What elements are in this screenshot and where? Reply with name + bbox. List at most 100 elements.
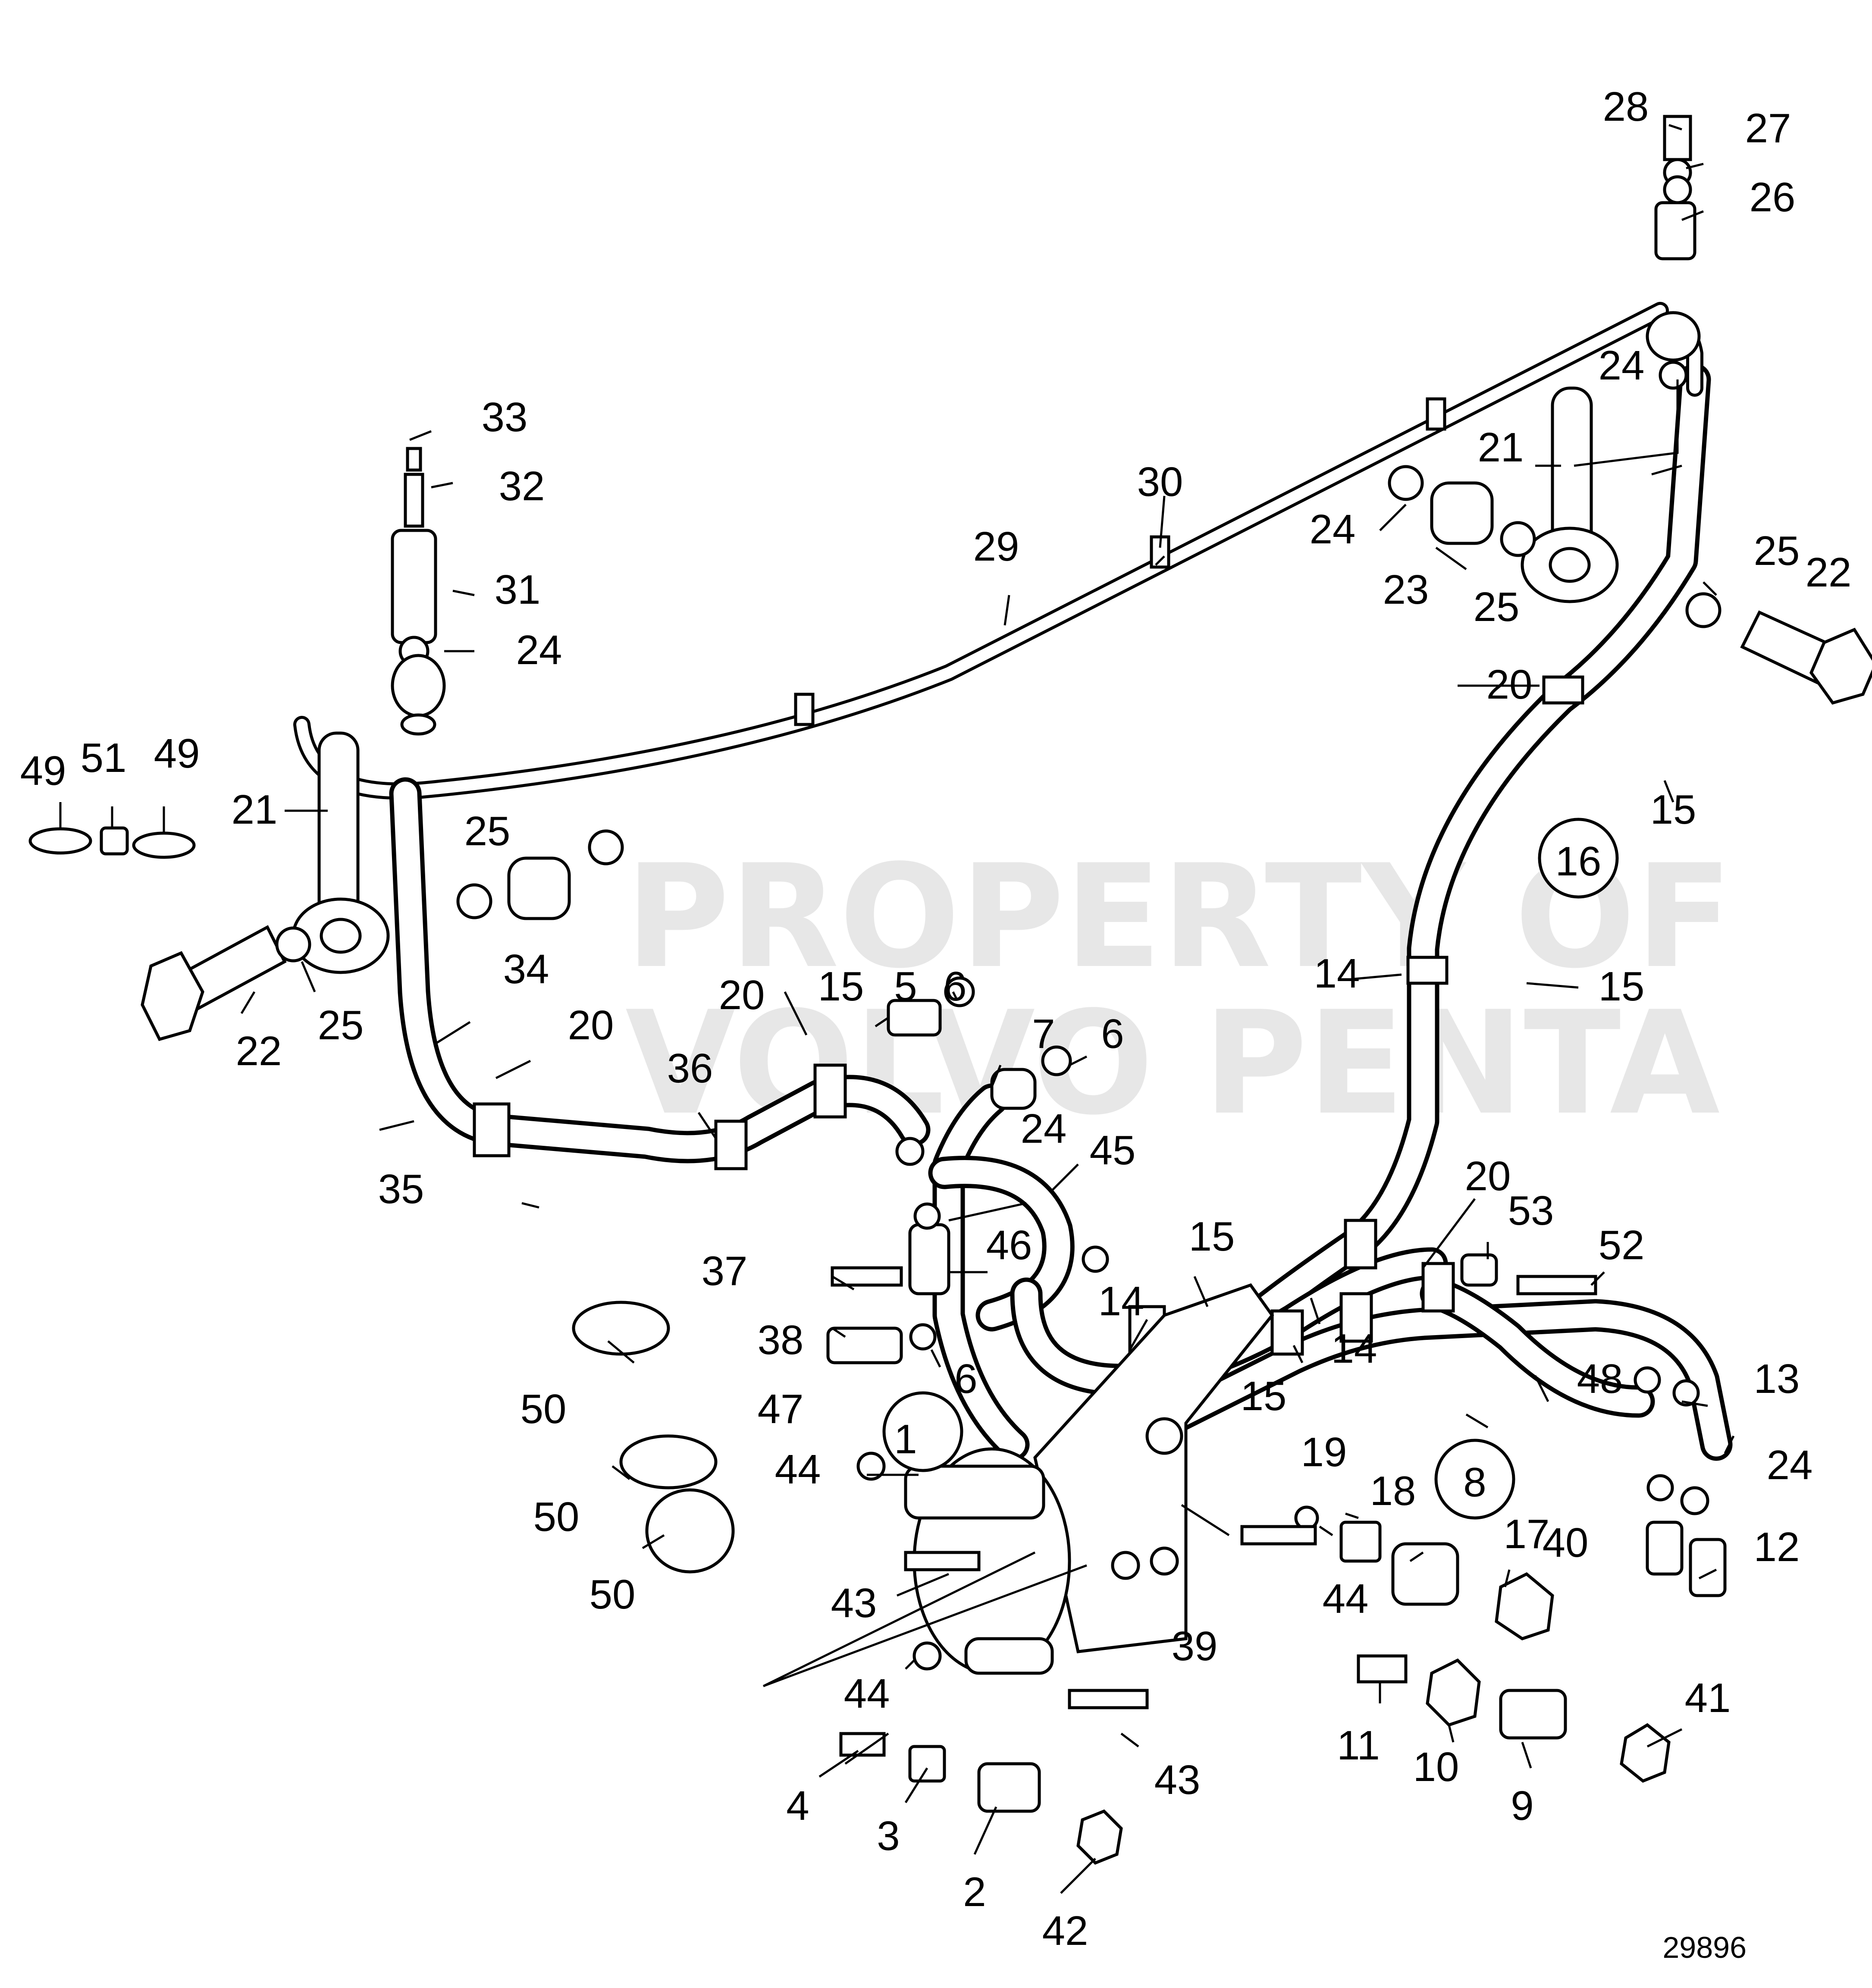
label-24d: 24 (1021, 1106, 1067, 1152)
label-21-left: 21 (232, 787, 278, 833)
label-6c: 6 (954, 1356, 977, 1402)
label-23: 23 (1383, 567, 1429, 613)
leader-lines (59, 124, 1735, 1894)
label-33: 33 (482, 394, 528, 440)
sleeve-23-right (1430, 481, 1494, 545)
label-24a: 24 (1310, 506, 1356, 552)
washer-13-c (1646, 1474, 1674, 1502)
label-20b: 20 (568, 1002, 614, 1048)
washer-25-c (456, 883, 492, 919)
label-40: 40 (1543, 1520, 1589, 1566)
washer-24-a (1388, 465, 1424, 501)
clamp-49-left (28, 827, 92, 855)
bolt-47 (826, 1326, 903, 1364)
sleeve-7 (990, 1068, 1037, 1110)
label-13: 13 (1754, 1356, 1800, 1402)
washer-13-b (1672, 1379, 1700, 1407)
part-labels: 1 2 3 4 5 6 6 6 7 8 9 10 11 12 13 14 14 … (20, 84, 1852, 1954)
label-20d: 20 (1465, 1153, 1511, 1199)
washer-6-b (1041, 1045, 1072, 1076)
label-15d: 15 (1189, 1213, 1235, 1260)
fitting-11 (1357, 1654, 1408, 1684)
clamp-20-lower (1421, 1262, 1455, 1313)
label-43a: 43 (831, 1580, 877, 1626)
label-44b: 44 (844, 1671, 890, 1717)
label-1: 1 (894, 1416, 917, 1462)
label-25d: 25 (318, 1002, 364, 1048)
nut-10 (1426, 1658, 1481, 1727)
label-42: 42 (1042, 1908, 1088, 1954)
label-24c: 24 (516, 627, 562, 673)
label-32: 32 (499, 463, 545, 509)
clamp-50-a (572, 1301, 670, 1356)
nut-42 (1076, 1809, 1123, 1865)
banjo-12-left (1646, 1521, 1684, 1576)
label-14c: 14 (1331, 1326, 1377, 1372)
label-46: 46 (986, 1222, 1032, 1268)
label-35: 35 (378, 1166, 424, 1212)
washer-46 (913, 1202, 941, 1230)
cap-33 (406, 447, 422, 472)
bolt-43-upper (904, 1551, 981, 1571)
adapter-17 (1391, 1542, 1459, 1606)
adapter-2 (977, 1762, 1041, 1813)
label-25b: 25 (1754, 528, 1800, 574)
sleeve-51 (100, 826, 129, 856)
nut-40 (1495, 1572, 1554, 1640)
label-5: 5 (894, 963, 917, 1010)
label-47: 47 (758, 1386, 804, 1432)
label-19: 19 (1301, 1429, 1347, 1475)
nut-41 (1620, 1723, 1671, 1783)
clamp-49-right (132, 831, 196, 859)
label-36: 36 (667, 1045, 713, 1091)
label-14a: 14 (1314, 950, 1360, 997)
label-49-left: 49 (20, 748, 66, 794)
label-4: 4 (786, 1783, 809, 1829)
label-18: 18 (1370, 1468, 1416, 1514)
sleeve-23-left (507, 856, 571, 920)
union-26 (1654, 201, 1696, 260)
clamps (473, 397, 1584, 1356)
lever-39-arm (964, 1637, 1054, 1675)
label-17: 17 (1504, 1511, 1550, 1557)
union-31 (391, 529, 437, 644)
clamp-14-mid (1270, 1309, 1304, 1356)
bolt-52 (1516, 1275, 1597, 1295)
washer-6-d (909, 1323, 937, 1351)
clamp-30-c (1426, 397, 1446, 431)
label-20a: 20 (1486, 662, 1533, 708)
label-24e: 24 (1767, 1442, 1813, 1488)
washer-24-right-lower (1680, 1486, 1709, 1515)
nut-3 (908, 1745, 946, 1783)
label-31: 31 (495, 567, 541, 613)
label-10: 10 (1413, 1744, 1459, 1790)
label-6b: 6 (1101, 1011, 1124, 1057)
washer-44-b (912, 1641, 942, 1671)
banjo-top-left (391, 654, 446, 718)
label-28: 28 (1603, 84, 1649, 130)
label-16: 16 (1555, 838, 1602, 884)
label-48: 48 (1577, 1356, 1623, 1402)
label-53: 53 (1508, 1188, 1554, 1234)
banjo-12-right (1689, 1538, 1727, 1597)
washer-24-top-right (1659, 361, 1688, 390)
washer-27-b (1663, 175, 1692, 204)
clamp-20-b (1344, 1219, 1377, 1270)
label-25a: 25 (1474, 584, 1520, 630)
label-20c: 20 (719, 972, 765, 1018)
label-37: 37 (702, 1248, 748, 1294)
label-11: 11 (1337, 1722, 1380, 1769)
drawing-number: 29896 (1662, 1931, 1747, 1964)
label-6a: 6 (944, 963, 966, 1010)
label-15e: 15 (1241, 1373, 1287, 1419)
label-50b: 50 (533, 1494, 580, 1540)
clamp-50-c (645, 1488, 735, 1574)
banjo-46 (908, 1223, 950, 1295)
label-7: 7 (1032, 1011, 1055, 1057)
washer-25-b (1685, 592, 1721, 628)
label-44c: 44 (1323, 1576, 1369, 1622)
label-8: 8 (1463, 1459, 1486, 1505)
label-29: 29 (973, 524, 1019, 570)
label-2: 2 (963, 1869, 986, 1915)
label-9: 9 (1511, 1783, 1533, 1829)
